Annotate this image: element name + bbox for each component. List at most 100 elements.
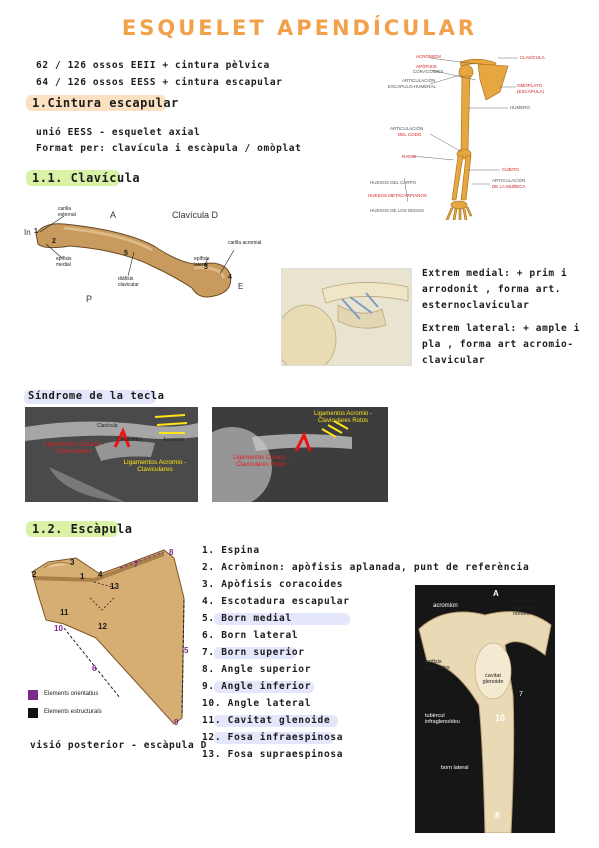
list-highlight (214, 715, 338, 727)
scapula-caption: visió posterior - escàpula D (30, 740, 207, 751)
intro-line-lower-limb: 62 / 126 ossos EEII + cintura pèlvica (36, 60, 270, 71)
cintura-line-2: Format per: clavícula i escàpula / omòpl… (36, 143, 302, 154)
scapula-num-13: 13 (110, 582, 119, 591)
clavicle-label-e: E (238, 282, 244, 291)
extrem-medial-line-3: esternoclavicular (422, 300, 530, 311)
section-heading-sindrome: Síndrome de la tecla (28, 390, 165, 402)
list-item: 5. Born medial (202, 613, 292, 624)
list-item: 1. Espina (202, 545, 260, 556)
scapula-num-3: 3 (70, 558, 75, 567)
label-humero: HÚMERO (510, 105, 530, 110)
label-escapula: (ESCÁPULA) (517, 89, 545, 94)
clavicle-num-1: 1 (34, 228, 38, 235)
list-item: 10. Angle lateral (202, 698, 312, 709)
section-heading-escapula: 1.2. Escàpula (32, 522, 133, 536)
scapula-drawing (31, 549, 185, 725)
clavicle-num-3: 3 (204, 264, 208, 271)
clavicle-label-p: P (86, 294, 93, 304)
section-heading-clavicula: 1.1. Clavícula (32, 171, 141, 185)
clavicle-label-in: In (24, 228, 31, 237)
list-item: 2. Acròminon: apòfisis aplanada, punt de… (202, 562, 530, 573)
label-apofisis: APÒFISIS (416, 64, 437, 69)
photo-label-apofisis: apòfisis coracoides (423, 659, 450, 671)
photo-label-tuberc-infra: tubèrcul infraglenoïdeu (425, 713, 460, 725)
clavicle-diagram: Clavícula D A P In E 1 2 5 3 4 carilla e… (24, 204, 274, 308)
scapula-num-4: 4 (98, 570, 103, 579)
label-radio: RADIO (402, 154, 417, 159)
legend-swatch-orient (28, 690, 38, 700)
xray1-label-clavicula: Clavícula (97, 423, 118, 429)
label-acromion: ACROMION (416, 54, 441, 59)
scapula-num-10: 10 (54, 624, 63, 633)
photo-label-tuberc-supra: tubèrcul supragle- noïdeu (513, 599, 536, 617)
label-art-escap-2: ESCAPULO-HUMERAL (388, 84, 437, 89)
clavicle-label-epifisis-lateral: epífisis lateral (194, 256, 210, 268)
scapula-lateral-drawing (415, 585, 555, 833)
list-item: 7. Born superior (202, 647, 305, 658)
xray1-label-coracoides: Coracoides (117, 437, 143, 443)
list-item: 11. Cavitat glenoide (202, 715, 331, 726)
label-dedos: HUESOS DE LOS DEDOS (370, 208, 425, 213)
scapula-num-12: 12 (98, 622, 107, 631)
intro-line-upper-limb: 64 / 126 ossos EESS + cintura escapular (36, 77, 283, 88)
cintura-line-1: unió EESS - esquelet axial (36, 127, 201, 138)
scapula-num-5: 5 (184, 646, 189, 655)
clavicle-drawing (35, 215, 235, 298)
xray-1-drawing (25, 407, 198, 502)
scapula-num-8: 8 (169, 548, 174, 557)
extrem-lateral-line-3: clavicular (422, 355, 486, 366)
clavicle-label-diafisis: diàfisis clavicular (118, 276, 139, 288)
scapula-lateral-photo: A acromion tubèrcul supragle- noïdeu apò… (415, 585, 555, 833)
label-clavicula: CLAVÍCULA (520, 55, 545, 60)
list-item: 4. Escotadura escapular (202, 596, 350, 607)
scapula-num-2: 2 (32, 570, 37, 579)
extrem-medial-line-1: Extrem medial: + prim i (422, 268, 568, 279)
photo-label-acromion: acromion (433, 603, 458, 609)
xray-2-drawing (212, 407, 388, 502)
clavicle-label-carilla-acromial: carilla acromial (228, 240, 262, 246)
heading-highlight (24, 390, 156, 404)
list-highlight (214, 681, 314, 693)
label-omoplato: OMÓPLATO (517, 83, 543, 88)
scapula-num-7: 7 (134, 560, 139, 569)
xray1-label-lig-coraco: Ligamentos Coraco - Claviculares (43, 441, 105, 455)
legend-label-estruct: Elements estructurals (44, 709, 102, 715)
label-art-codo: ARTICULACIÓN (390, 126, 424, 131)
label-metacarpianos: HUESOS METACARPIANOS (368, 193, 427, 198)
clavicle-label-epifisis-medial: epífisis medial (56, 256, 72, 268)
scapula-num-1: 1 (80, 572, 85, 581)
shoulder-joint-drawing (282, 269, 411, 365)
label-coracoides: CORACOIDES (413, 69, 444, 74)
clavicle-num-5: 5 (124, 250, 128, 257)
photo-label-born: born lateral (441, 765, 469, 771)
label-huesos-carpo: HUESOS DEL CARPO (370, 180, 417, 185)
list-item: 8. Angle superior (202, 664, 312, 675)
legend-swatch-estruct (28, 708, 38, 718)
photo-num-7: 7 (519, 691, 523, 698)
xray-image-2: Ligamentos Acromio - Claviculares Rotos … (212, 407, 388, 502)
clavicle-num-2: 2 (52, 238, 56, 245)
photo-label-a: A (493, 589, 499, 598)
xray1-label-lig-acromio: Ligamentos Acromio - Claviculares (123, 459, 187, 473)
list-item: 13. Fosa supraespinosa (202, 749, 344, 760)
section-heading-cintura: 1.Cintura escapular (32, 96, 179, 110)
label-art-codo-2: DEL CODO (398, 132, 422, 137)
heading-highlight (26, 95, 166, 111)
shoulder-joint-photo (281, 268, 412, 366)
xray-image-1: Clavícula Coracoides Acromion Ligamentos… (25, 407, 198, 502)
label-art-muneca-2: DE LA MUÑECA (492, 184, 526, 189)
arm-skeleton-diagram: ACROMION APÒFISIS CORACOIDES ARTICULACIÓ… (368, 50, 582, 220)
list-highlight (214, 613, 350, 625)
heading-highlight (26, 170, 120, 186)
list-item: 12. Fosa infraespinosa (202, 732, 344, 743)
extrem-lateral-line-1: Extrem lateral: + ample i (422, 323, 580, 334)
extrem-lateral-line-2: pla , forma art acromio- (422, 339, 574, 350)
photo-label-cavitat: cavitat glenoide (482, 673, 504, 685)
scapula-num-6: 6 (92, 664, 97, 673)
heading-highlight (26, 521, 118, 537)
list-item: 3. Apòfisis coracoides (202, 579, 344, 590)
clavicle-diagram-title: Clavícula D (172, 210, 219, 220)
extrem-medial-line-2: arrodonit , forma art. (422, 284, 562, 295)
label-cubito: CÚBITO (502, 167, 519, 172)
scapula-num-9: 9 (174, 718, 179, 727)
